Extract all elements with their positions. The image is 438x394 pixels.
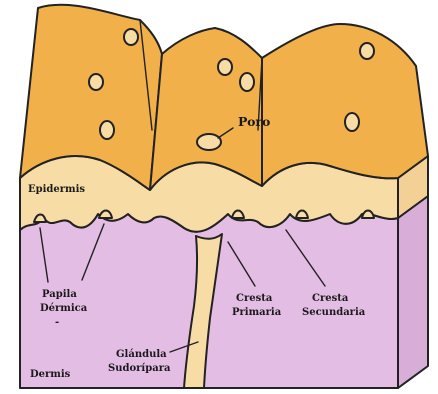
dermis-side (398, 196, 428, 388)
pore-icon (124, 29, 138, 45)
label-epidermis: Epidermis (28, 184, 85, 195)
pore-icon (100, 121, 114, 139)
label-dermis: Dermis (30, 369, 71, 380)
label-cresta-primaria-1: Cresta (236, 293, 273, 304)
label-poro: Poro (238, 114, 270, 129)
pore-icon (240, 73, 254, 91)
label-cresta-secundaria-2: Secundaria (302, 307, 366, 318)
pore-icon (218, 59, 232, 75)
ridge-top-3 (262, 24, 428, 186)
label-papila-3: - (55, 317, 59, 328)
label-papila-2: Dérmica (40, 303, 88, 314)
pore-icon (89, 74, 103, 90)
label-cresta-secundaria-1: Cresta (312, 293, 349, 304)
pore-icon (345, 113, 359, 131)
label-glandula-2: Sudorípara (108, 363, 171, 374)
label-glandula-1: Glándula (116, 349, 167, 360)
pore-icon (197, 134, 221, 150)
pore-icon (360, 43, 374, 59)
label-cresta-primaria-2: Primaria (232, 307, 282, 318)
label-papila-1: Papila (42, 289, 77, 300)
